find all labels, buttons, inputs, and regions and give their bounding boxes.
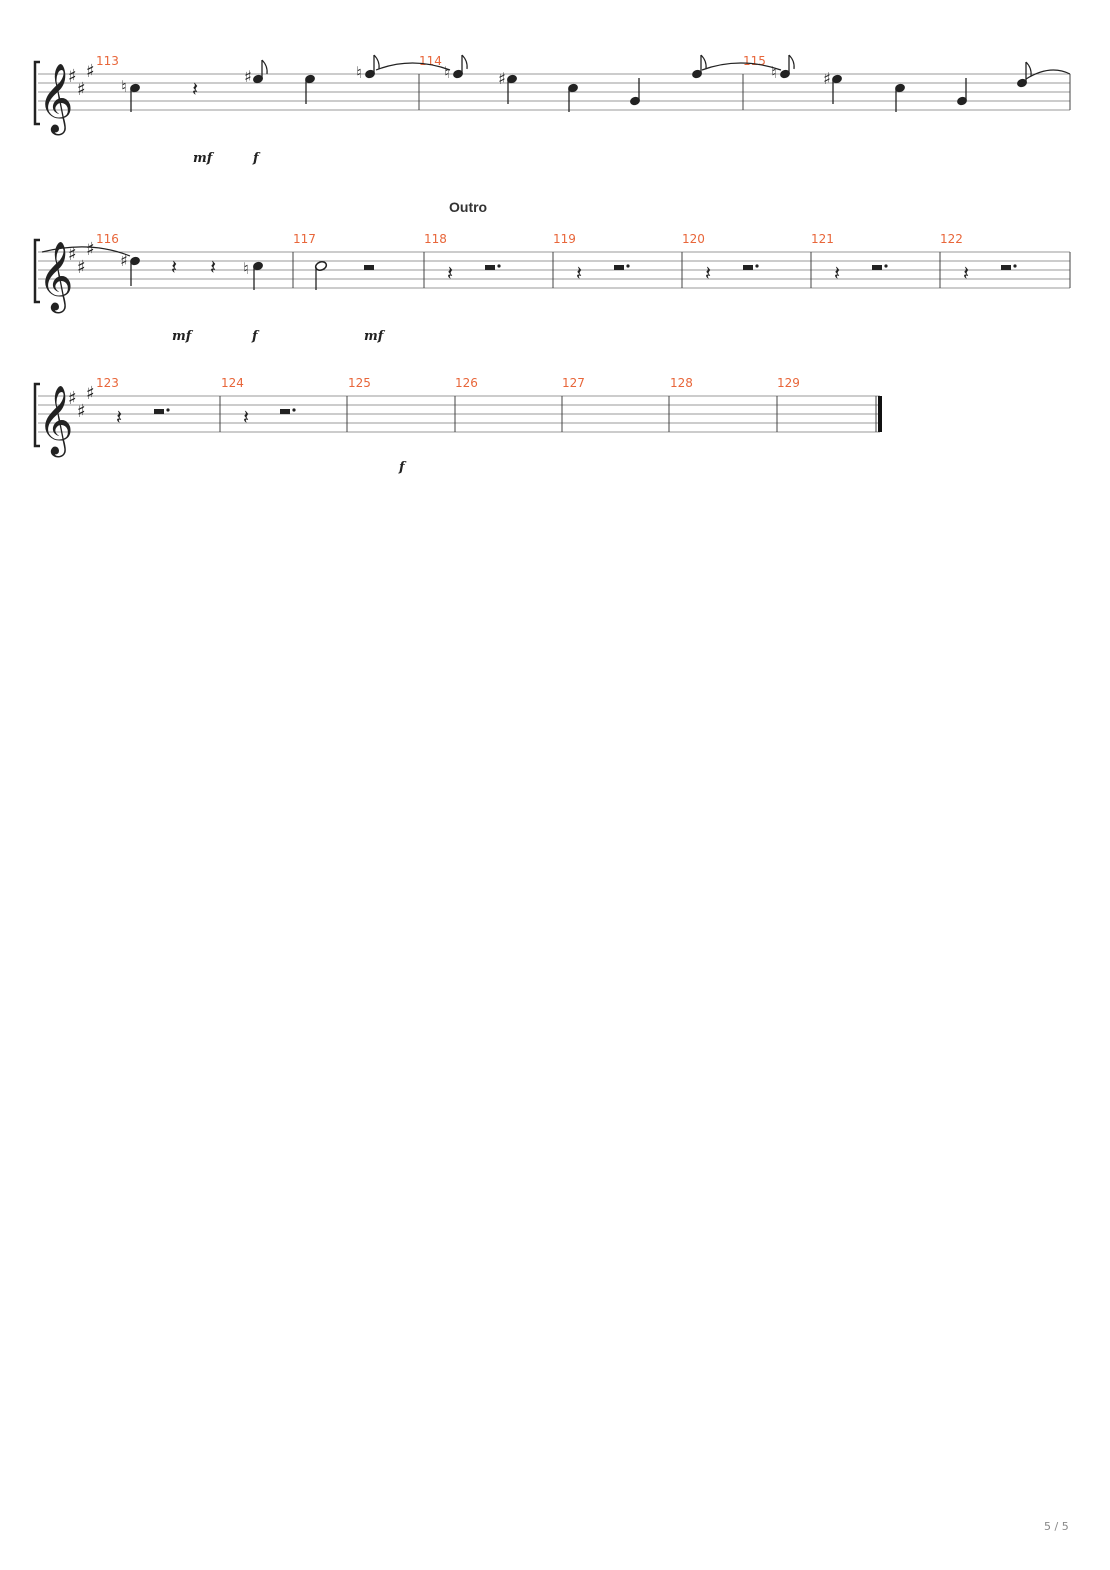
- note-head: [453, 69, 463, 79]
- system-bracket: [33, 238, 40, 304]
- svg-text:𝄽: 𝄽: [243, 405, 249, 429]
- svg-text:♯: ♯: [86, 239, 95, 260]
- svg-text:♯: ♯: [68, 388, 77, 409]
- note-head: [630, 96, 640, 106]
- page-indicator: 5 / 5: [1044, 1520, 1069, 1533]
- natural-icon: ♮: [771, 63, 777, 82]
- sharp-icon: ♯: [244, 67, 252, 86]
- note-head: [253, 74, 263, 84]
- svg-text:𝄽: 𝄽: [963, 261, 969, 285]
- system-bracket: [33, 382, 40, 448]
- tie: [41, 246, 131, 257]
- quarter-rest-icon: 𝄽: [192, 77, 198, 101]
- svg-text:♯: ♯: [86, 383, 95, 404]
- svg-text:♯: ♯: [68, 66, 77, 87]
- treble-clef-icon: 𝄞: [38, 63, 73, 135]
- note-head: [253, 261, 263, 271]
- dynamic-marking: f: [251, 329, 260, 344]
- measure-number: 122: [940, 232, 963, 246]
- treble-clef-icon: 𝄞: [38, 241, 73, 313]
- note-head: [692, 69, 702, 79]
- measure-number: 123: [96, 376, 119, 390]
- dynamic-marking: mf: [193, 151, 215, 166]
- tie: [701, 62, 782, 71]
- svg-text:𝄽: 𝄽: [447, 261, 453, 285]
- measure-number: 114: [419, 54, 442, 68]
- measure-number: 129: [777, 376, 800, 390]
- treble-clef-icon: 𝄞: [38, 385, 73, 457]
- measure-number: 124: [221, 376, 244, 390]
- measure-number: 113: [96, 54, 119, 68]
- note-head: [305, 74, 315, 84]
- svg-text:𝄽: 𝄽: [705, 261, 711, 285]
- measure-number: 119: [553, 232, 576, 246]
- measure-rests: 𝄽 𝄽 𝄽 𝄽 𝄽: [447, 261, 1017, 285]
- note-head: [957, 96, 967, 106]
- dynamic-marking: f: [398, 460, 407, 475]
- measure-number: 117: [293, 232, 316, 246]
- measure-number: 118: [424, 232, 447, 246]
- note-head: [130, 83, 140, 93]
- note-head: [507, 74, 517, 84]
- measure-number: 125: [348, 376, 371, 390]
- staff-system-1: 𝄞 ♯ ♯ ♯ 113 114 115 ♮ 𝄽 ♯ ♮ ♮: [33, 54, 1071, 166]
- sharp-icon: ♯: [498, 69, 506, 88]
- tie: [1025, 69, 1071, 80]
- half-rest-icon: [364, 265, 374, 270]
- measure-number: 116: [96, 232, 119, 246]
- note-head: [365, 69, 375, 79]
- measure-rests: 𝄽 𝄽: [116, 405, 296, 429]
- note-head: [568, 83, 578, 93]
- staff-system-2: 𝄞 ♯ ♯ ♯ 116 117 118 119 120 121 122 ♯ 𝄽 …: [33, 232, 1071, 344]
- quarter-rest-icon: 𝄽: [210, 255, 216, 279]
- measure-number: 127: [562, 376, 585, 390]
- natural-icon: ♮: [121, 77, 127, 96]
- measure-number: 121: [811, 232, 834, 246]
- note-head: [780, 69, 790, 79]
- section-label: Outro: [449, 199, 487, 215]
- sharp-icon: ♯: [120, 251, 128, 270]
- note-head: [895, 83, 905, 93]
- svg-text:♯: ♯: [77, 257, 86, 278]
- measure-number: 126: [455, 376, 478, 390]
- svg-text:𝄽: 𝄽: [834, 261, 840, 285]
- measure-number: 115: [743, 54, 766, 68]
- system-bracket: [33, 60, 40, 126]
- tie: [375, 62, 451, 71]
- dynamic-marking: mf: [172, 329, 194, 344]
- staff-lines: [38, 251, 1070, 289]
- staff-system-3: 𝄞 ♯ ♯ ♯ 123 124 125 126 127 128 129 𝄽 𝄽 …: [33, 376, 882, 475]
- note-head: [130, 256, 140, 266]
- staff-lines: [38, 73, 1070, 111]
- staff-lines: [38, 395, 880, 433]
- svg-text:♯: ♯: [86, 61, 95, 82]
- measure-number: 128: [670, 376, 693, 390]
- quarter-rest-icon: 𝄽: [171, 255, 177, 279]
- svg-text:𝄽: 𝄽: [116, 405, 122, 429]
- svg-text:♯: ♯: [68, 244, 77, 265]
- key-signature: ♯ ♯ ♯: [68, 239, 95, 278]
- natural-icon: ♮: [356, 63, 362, 82]
- sharp-icon: ♯: [823, 69, 831, 88]
- note-head: [1017, 78, 1027, 88]
- dynamic-marking: f: [252, 151, 261, 166]
- dynamic-marking: mf: [364, 329, 386, 344]
- svg-text:♯: ♯: [77, 79, 86, 100]
- key-signature: ♯ ♯ ♯: [68, 383, 95, 422]
- key-signature: ♯ ♯ ♯: [68, 61, 95, 100]
- measure-number: 120: [682, 232, 705, 246]
- svg-text:𝄽: 𝄽: [576, 261, 582, 285]
- svg-text:♯: ♯: [77, 401, 86, 422]
- note-head: [832, 74, 842, 84]
- natural-icon: ♮: [243, 259, 249, 278]
- natural-icon: ♮: [444, 63, 450, 82]
